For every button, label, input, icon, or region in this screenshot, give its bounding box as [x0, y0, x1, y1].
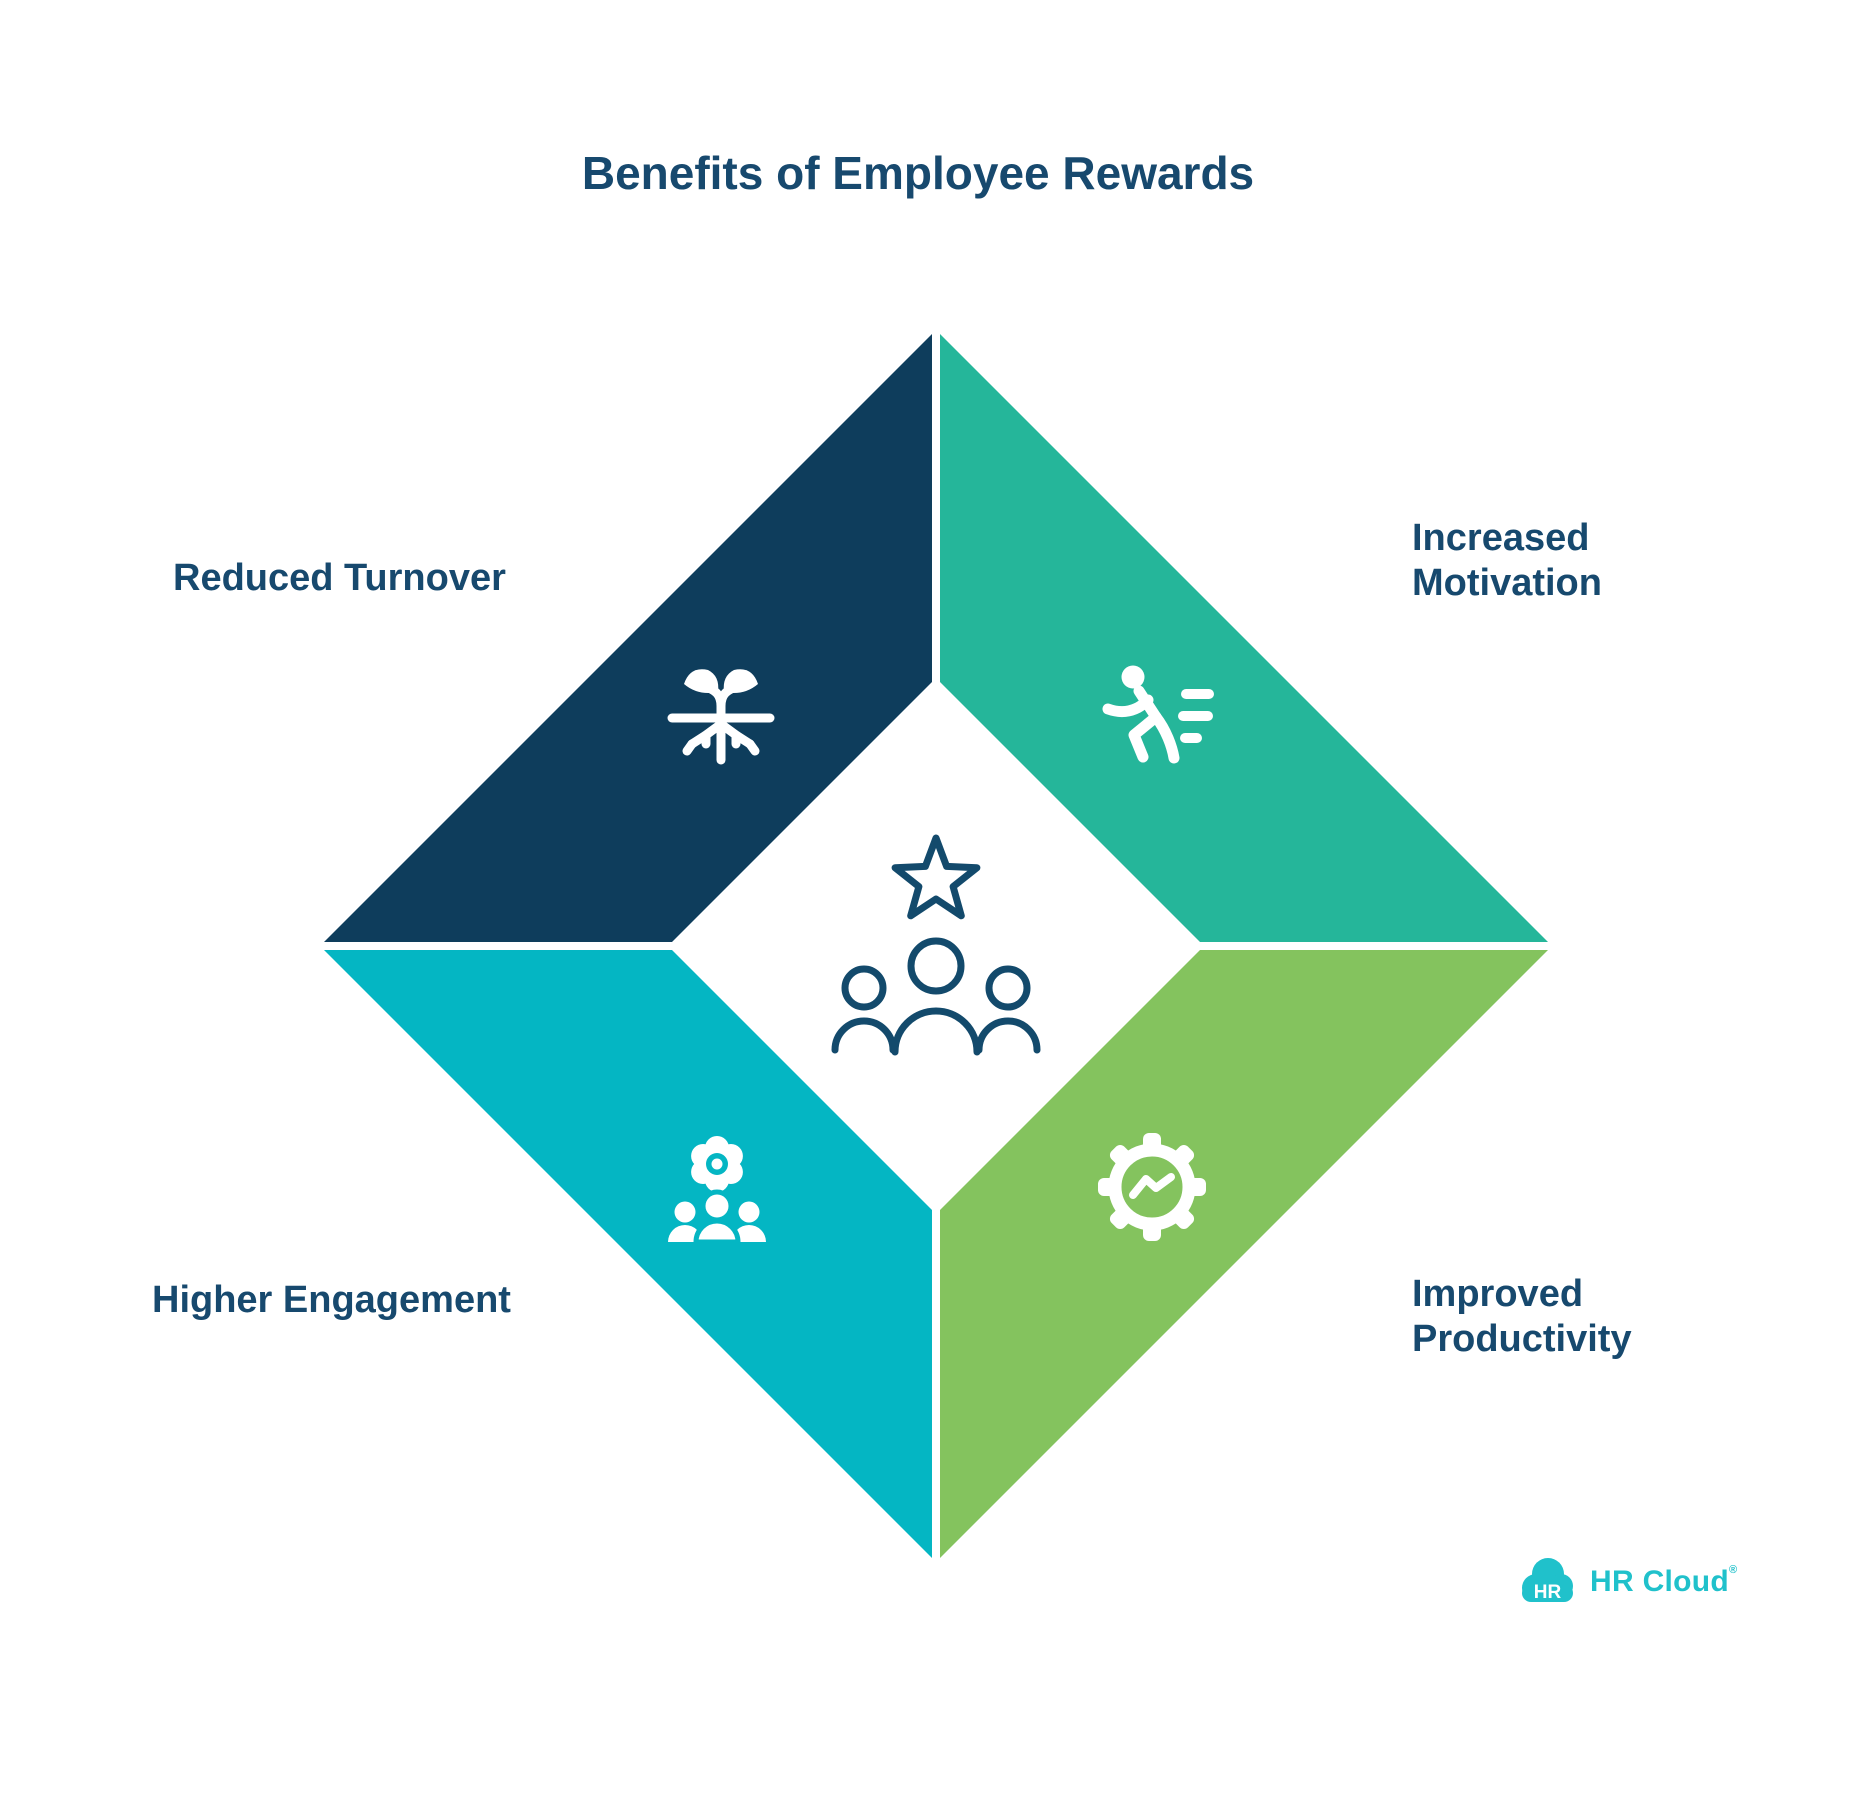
label-increased-motivation: Increased Motivation [1412, 517, 1602, 604]
star-outline [891, 834, 981, 920]
segment-improved-productivity [940, 950, 1548, 1558]
label-reduced-turnover: Reduced Turnover [173, 557, 506, 599]
running-person-icon [1102, 665, 1214, 764]
logo-brand-text: HR Cloud® [1590, 1564, 1737, 1599]
gear-trend-icon [1098, 1133, 1206, 1241]
flower-team-icon [668, 1136, 766, 1245]
segment-increased-motivation [940, 334, 1548, 942]
label-higher-engagement: Higher Engagement [152, 1279, 511, 1321]
segment-reduced-turnover [324, 334, 932, 942]
hr-cloud-logo-mark: HR [1522, 1558, 1573, 1603]
logo-badge-text: HR [1534, 1582, 1562, 1603]
hr-cloud-logo: HR HR Cloud® [1516, 1552, 1737, 1610]
logo-brand-name: HR Cloud [1590, 1564, 1730, 1598]
sprout-roots-icon [667, 669, 775, 765]
segment-higher-engagement [324, 950, 932, 1558]
registered-mark: ® [1729, 1563, 1738, 1576]
page-title: Benefits of Employee Rewards [581, 147, 1255, 199]
label-improved-productivity: Improved Productivity [1412, 1273, 1632, 1360]
star-team-icon [831, 834, 1041, 1056]
